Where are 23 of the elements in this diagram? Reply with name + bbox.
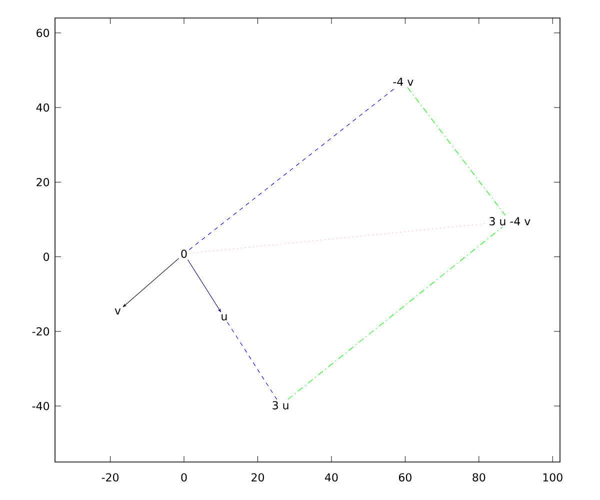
tick-label: -20 <box>32 327 50 336</box>
point-label: 3 u <box>272 401 288 410</box>
line <box>407 87 506 216</box>
point-label: 3 u -4 v <box>490 217 530 226</box>
point-label: 0 <box>181 250 187 258</box>
tick-label: 40 <box>36 103 50 112</box>
tick-label: 40 <box>325 473 338 482</box>
tick-label: 60 <box>36 28 50 38</box>
tick-label: -20 <box>102 473 119 482</box>
tick-label: 100 <box>543 473 562 482</box>
tick-label: -40 <box>32 402 50 410</box>
point-label: u <box>222 314 227 320</box>
tick-label: 0 <box>44 252 50 261</box>
tick-label: 60 <box>398 473 412 482</box>
line <box>188 223 488 254</box>
tick-label: 80 <box>472 473 486 482</box>
tick-label: 0 <box>181 473 187 482</box>
point-label: v <box>114 308 121 315</box>
tick-label: 20 <box>36 178 50 186</box>
point-label: -4 v <box>393 78 414 86</box>
line <box>227 322 278 400</box>
tick-label: 20 <box>252 473 264 482</box>
line <box>288 226 503 400</box>
